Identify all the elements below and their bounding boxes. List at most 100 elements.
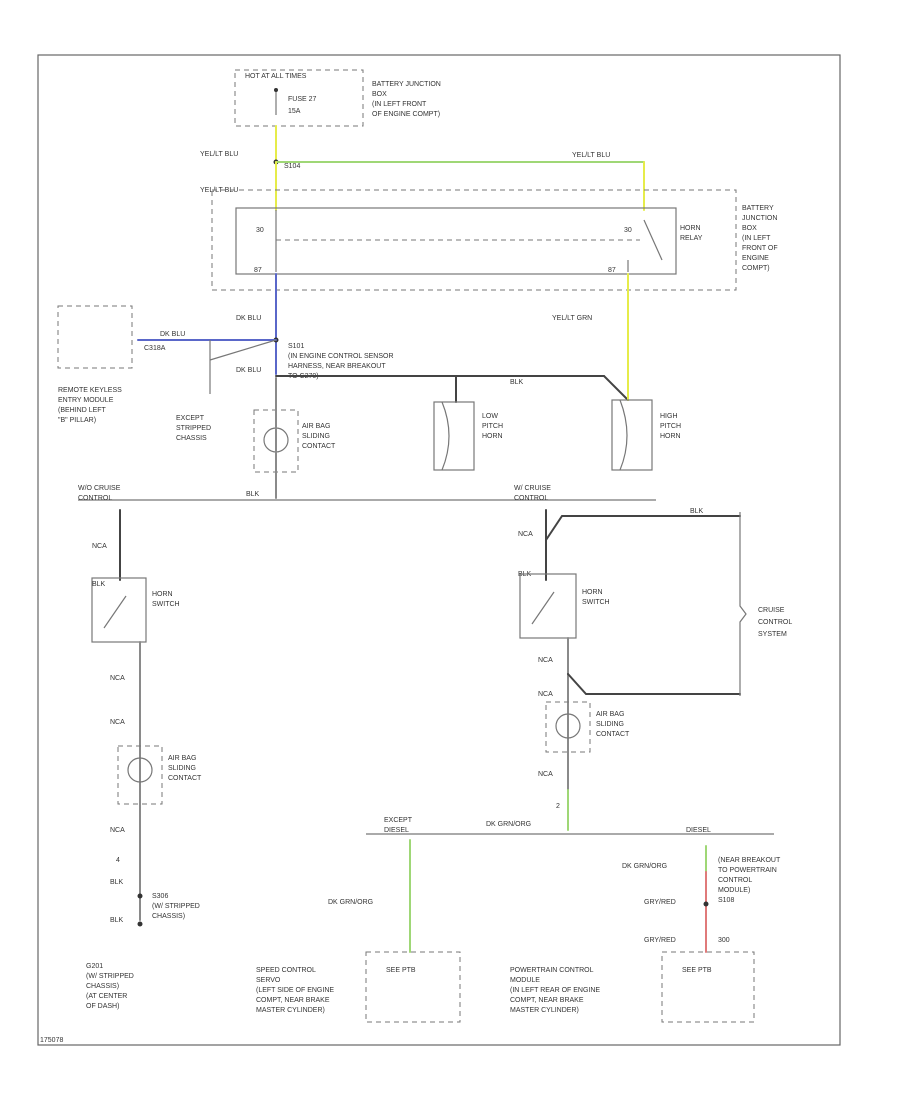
- wire-label-blk-horns: BLK: [510, 379, 524, 386]
- svg-text:DIESEL: DIESEL: [384, 827, 409, 834]
- svg-text:BOX: BOX: [372, 91, 387, 98]
- svg-text:CHASSIS): CHASSIS): [86, 983, 119, 990]
- horn-switch-right-contact: [531, 591, 555, 625]
- svg-text:HARNESS, NEAR BREAKOUT: HARNESS, NEAR BREAKOUT: [288, 363, 386, 370]
- svg-text:EXCEPT: EXCEPT: [176, 415, 205, 422]
- svg-text:CONTACT: CONTACT: [302, 443, 336, 450]
- horn-switch-left: [91, 577, 147, 643]
- without-cruise-label: W/O CRUISE CONTROL: [78, 485, 121, 502]
- low-pitch-horn-body: [433, 401, 475, 471]
- low-pitch-horn-label: LOW PITCH HORN: [482, 413, 503, 440]
- svg-text:HORN: HORN: [582, 589, 603, 596]
- airbag-left-coil: [127, 757, 153, 783]
- pin-b-label: 30: [624, 227, 632, 234]
- svg-text:HORN: HORN: [152, 591, 173, 598]
- svg-text:AIR BAG: AIR BAG: [302, 423, 330, 430]
- except-diesel-label: EXCEPT DIESEL: [384, 817, 413, 834]
- wire-label-dk-grn-org-3: DK GRN/ORG: [622, 863, 667, 870]
- svg-text:FRONT OF: FRONT OF: [742, 245, 778, 252]
- svg-text:(NEAR BREAKOUT: (NEAR BREAKOUT: [718, 857, 781, 864]
- svg-text:SPEED CONTROL: SPEED CONTROL: [256, 967, 316, 974]
- svg-text:HORN: HORN: [482, 433, 503, 440]
- svg-text:CHASSIS: CHASSIS: [176, 435, 207, 442]
- pin-2-label: 2: [556, 803, 560, 810]
- horn-relay-body: [235, 207, 677, 275]
- high-pitch-horn-bell: [619, 399, 628, 471]
- wire-label-gry-red-1: GRY/RED: [644, 899, 676, 906]
- airbag-right-coil: [555, 713, 581, 739]
- wire-label-blk-l1: BLK: [92, 581, 106, 588]
- svg-text:SLIDING: SLIDING: [596, 721, 624, 728]
- svg-text:SWITCH: SWITCH: [152, 601, 180, 608]
- horn-relay-label: HORN RELAY: [680, 225, 703, 242]
- pcm-see: SEE PTB: [682, 967, 712, 974]
- svg-text:LOW: LOW: [482, 413, 498, 420]
- svg-text:(IN ENGINE CONTROL SENSOR: (IN ENGINE CONTROL SENSOR: [288, 353, 394, 360]
- pin-d-label: 87: [608, 267, 616, 274]
- svg-text:CHASSIS): CHASSIS): [152, 913, 185, 920]
- wire-label-nca-6: NCA: [538, 657, 553, 664]
- airbag-right-outline: [545, 701, 591, 753]
- svg-text:HIGH: HIGH: [660, 413, 678, 420]
- svg-text:REMOTE KEYLESS: REMOTE KEYLESS: [58, 387, 122, 394]
- svg-text:(BEHIND LEFT: (BEHIND LEFT: [58, 407, 107, 414]
- svg-text:W/ CRUISE: W/ CRUISE: [514, 485, 551, 492]
- wire-label-yel-grn: YEL/LT GRN: [552, 315, 592, 322]
- svg-text:HORN: HORN: [680, 225, 701, 232]
- remote-keyless-module-outline: [57, 305, 133, 369]
- svg-text:HORN: HORN: [660, 433, 681, 440]
- svg-text:OF DASH): OF DASH): [86, 1003, 119, 1010]
- speed-control-servo-label: SPEED CONTROL SERVO (LEFT SIDE OF ENGINE…: [256, 967, 334, 1014]
- pcm-outline: [661, 951, 755, 1023]
- splice-s306-label: S306 (W/ STRIPPED CHASSIS): [152, 893, 200, 920]
- wire-label-dk-blu-1: DK BLU: [236, 315, 261, 322]
- airbag-right-label: AIR BAG SLIDING CONTACT: [596, 711, 630, 738]
- svg-text:COMPT, NEAR BRAKE: COMPT, NEAR BRAKE: [256, 997, 330, 1004]
- splice-s104-label: S104: [284, 163, 300, 170]
- horn-switch-right-label: HORN SWITCH: [582, 589, 610, 606]
- high-pitch-horn-label: HIGH PITCH HORN: [660, 413, 681, 440]
- horn-switch-left-contact: [103, 595, 127, 629]
- svg-text:MASTER CYLINDER): MASTER CYLINDER): [510, 1007, 579, 1014]
- wire-label-nca-3: NCA: [110, 719, 125, 726]
- battery-junction-box-top-label: BATTERY JUNCTION BOX (IN LEFT FRONT OF E…: [372, 81, 441, 118]
- svg-text:OF ENGINE COMPT): OF ENGINE COMPT): [372, 111, 440, 118]
- svg-text:STRIPPED: STRIPPED: [176, 425, 211, 432]
- svg-text:POWERTRAIN CONTROL: POWERTRAIN CONTROL: [510, 967, 594, 974]
- relay-junction-box-outline: [211, 189, 737, 291]
- svg-text:S108: S108: [718, 897, 734, 904]
- svg-text:"B" PILLAR): "B" PILLAR): [58, 417, 96, 424]
- svg-text:(W/ STRIPPED: (W/ STRIPPED: [152, 903, 200, 910]
- svg-text:BOX: BOX: [742, 225, 757, 232]
- svg-text:ENGINE: ENGINE: [742, 255, 769, 262]
- pin-a-label: 30: [256, 227, 264, 234]
- fuse-terminal-dot: [274, 88, 278, 92]
- svg-text:CONTACT: CONTACT: [168, 775, 202, 782]
- svg-text:MODULE): MODULE): [718, 887, 750, 894]
- wire-label-nca-7: NCA: [538, 691, 553, 698]
- speed-control-servo-outline: [365, 951, 461, 1023]
- wire-label-yel-blu-right: YEL/LT BLU: [572, 152, 610, 159]
- svg-text:COMPT, NEAR BRAKE: COMPT, NEAR BRAKE: [510, 997, 584, 1004]
- svg-text:S101: S101: [288, 343, 304, 350]
- svg-text:COMPT): COMPT): [742, 265, 770, 272]
- wire-label-blk-l2: BLK: [110, 879, 124, 886]
- wire-label-dk-blu-2: DK BLU: [160, 331, 185, 338]
- svg-text:CONTROL: CONTROL: [514, 495, 548, 502]
- except-stripped-label: EXCEPT STRIPPED CHASSIS: [176, 415, 211, 442]
- wire-label-nca-8: NCA: [538, 771, 553, 778]
- svg-text:(W/ STRIPPED: (W/ STRIPPED: [86, 973, 134, 980]
- airbag-left-outline: [117, 745, 163, 805]
- svg-text:(IN LEFT FRONT: (IN LEFT FRONT: [372, 101, 427, 108]
- figure-id: 175078: [40, 1037, 63, 1044]
- svg-text:SERVO: SERVO: [256, 977, 281, 984]
- relay-switch-contact: [643, 219, 663, 261]
- airbag-top-label: AIR BAG SLIDING CONTACT: [302, 423, 336, 450]
- ground-g201-dot: [137, 921, 143, 927]
- low-pitch-horn-bell: [441, 401, 450, 471]
- wire-right-to-cruise-top: [545, 515, 741, 541]
- svg-text:ENTRY MODULE: ENTRY MODULE: [58, 397, 114, 404]
- svg-text:SYSTEM: SYSTEM: [758, 631, 787, 638]
- ground-g201-label: G201 (W/ STRIPPED CHASSIS) (AT CENTER OF…: [86, 963, 134, 1010]
